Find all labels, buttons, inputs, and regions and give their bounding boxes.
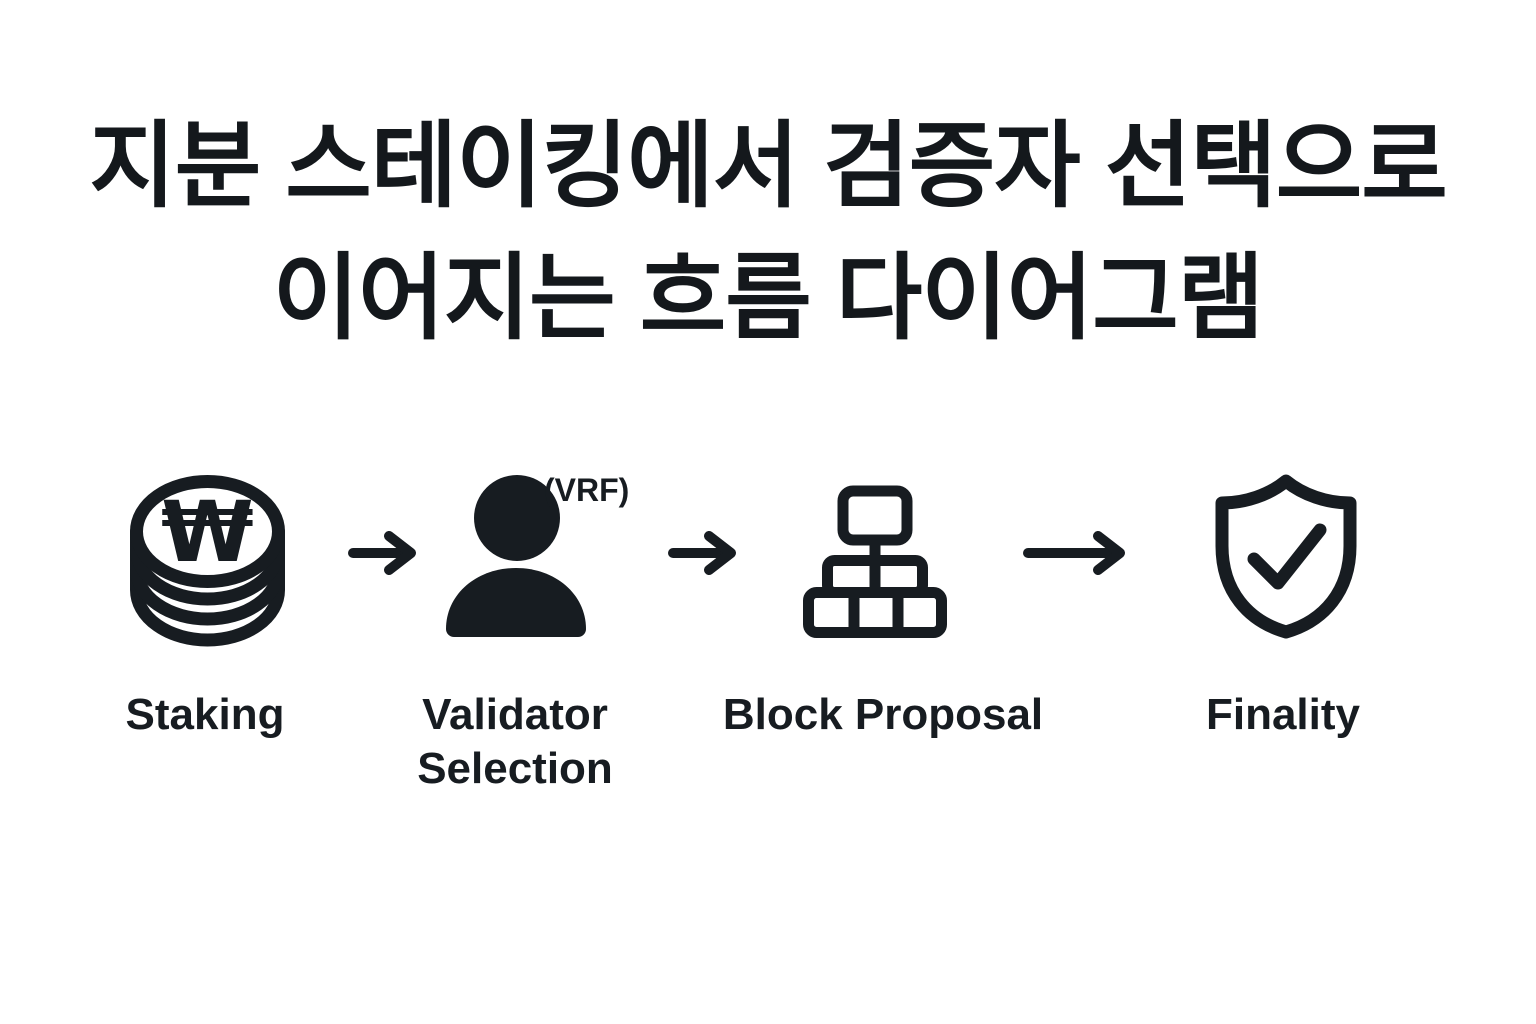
stage-label-validator-selection: Validator Selection [417,690,613,793]
diagram-title-line2: 이어지는 흐름 다이어그램 [272,245,1265,350]
person-icon [446,475,586,637]
arrow-right-icon [1023,531,1125,575]
stage-label-block-proposal: Block Proposal [722,690,1044,739]
diagram-title-line1: 지분 스테이킹에서 검증자 선택으로 [89,113,1448,218]
diagram-title: 지분 스테이킹에서 검증자 선택으로 이어지는 흐름 다이어그램 [0,100,1536,364]
won-coin-stack-icon: ₩ [130,475,285,647]
arrow-right-icon [668,531,736,575]
stage-label-finality: Finality [1205,690,1361,739]
stage-label-staking: Staking [125,690,285,739]
won-symbol: ₩ [161,483,254,581]
shield-check-icon [1215,474,1357,639]
vrf-annotation: (VRF) [544,472,630,508]
block-stack-icon [803,485,947,638]
arrow-right-icon [348,531,416,575]
